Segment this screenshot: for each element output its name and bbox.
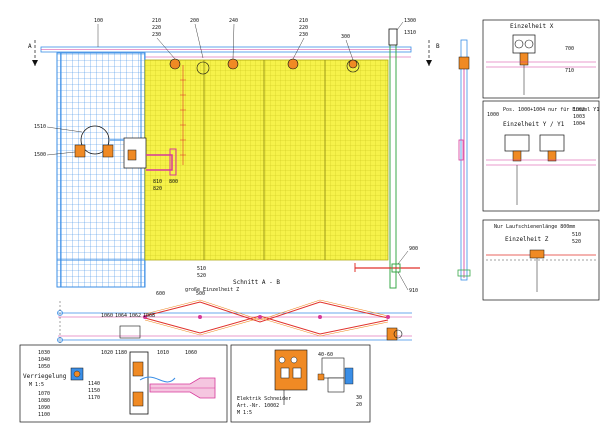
- detail-y: Pos. 1000+1004 nur für Einzel Y1 Einzelh…: [482, 100, 600, 212]
- ref-1070: 1070: [38, 391, 50, 397]
- ref-700: 700: [565, 46, 574, 52]
- ref-820: 820: [153, 186, 162, 192]
- ref-600: 600: [156, 291, 165, 297]
- section-mark-a: A: [28, 40, 38, 66]
- ref-520-z: 520: [572, 239, 581, 245]
- detail-z-title: Einzelheit Z: [505, 236, 549, 243]
- switch-detail: Elektrik Schneider Art.-Nr. 10002 M 1:5 …: [230, 344, 371, 423]
- ref-800: 800: [169, 179, 178, 185]
- blue-mesh-panel: [56, 52, 146, 288]
- ref-40-60: 40-60: [318, 352, 333, 358]
- detail-y-note: Pos. 1000+1004 nur für Einzel Y1: [503, 107, 599, 113]
- section-title: Schnitt A - B: [233, 279, 280, 286]
- ref-1030: 1030: [38, 350, 50, 356]
- ref-510: 510: [197, 266, 206, 272]
- ref-200: 200: [190, 18, 199, 24]
- ref-1300: 1300: [404, 18, 416, 24]
- ref-240: 240: [229, 18, 238, 24]
- section-label-a: A: [28, 43, 32, 50]
- left-reference-labels: 1510 1500: [34, 124, 83, 158]
- detail-x-title: Einzelheit X: [510, 23, 554, 30]
- side-elevation: [457, 39, 471, 281]
- section-label-b: B: [436, 43, 440, 50]
- ref-1010: 1010: [157, 350, 169, 356]
- ref-1002: 1002: [573, 107, 585, 113]
- ref-1510: 1510: [34, 124, 46, 130]
- ref-520: 520: [197, 273, 206, 279]
- floor-rail: [354, 263, 420, 273]
- ref-230-b: 230: [299, 32, 308, 38]
- ref-910: 910: [409, 288, 418, 294]
- ref-1140: 1140: [88, 381, 100, 387]
- ref-1080: 1080: [38, 398, 50, 404]
- ref-1050: 1050: [38, 364, 50, 370]
- ref-1020: 1020: [101, 350, 113, 356]
- ref-1100: 1100: [38, 412, 50, 418]
- ref-1062: 1062: [129, 313, 141, 319]
- section-title-note: große Einzelheit Z: [185, 287, 239, 293]
- ref-220-a: 220: [152, 25, 161, 31]
- ref-1150: 1150: [88, 388, 100, 394]
- top-reference-labels: 100 210 220 230 200 240 210 220 230 300 …: [94, 18, 416, 61]
- ref-300: 300: [341, 34, 350, 40]
- ref-710: 710: [565, 68, 574, 74]
- ref-230-a: 230: [152, 32, 161, 38]
- ref-1500: 1500: [34, 152, 46, 158]
- ref-810: 810: [153, 179, 162, 185]
- ref-1003: 1003: [573, 114, 585, 120]
- yellow-mesh-panels: [144, 59, 389, 261]
- detail-z: Nur Laufschienenlänge 800mm Einzelheit Z…: [482, 219, 600, 301]
- ref-1180: 1180: [115, 350, 127, 356]
- ref-20: 20: [356, 402, 362, 408]
- detail-z-note: Nur Laufschienenlänge 800mm: [494, 224, 575, 230]
- ref-100: 100: [94, 18, 103, 24]
- ref-210-b: 210: [299, 18, 308, 24]
- end-post: [389, 39, 397, 289]
- switch-detail-title: Elektrik Schneider: [237, 396, 291, 402]
- ref-500: 500: [196, 291, 205, 297]
- ref-1060-lock: 1060: [185, 350, 197, 356]
- lock-detail-title: Verriegelung: [23, 373, 67, 380]
- ref-210-a: 210: [152, 18, 161, 24]
- section-ab-view: [57, 299, 412, 352]
- ref-220-b: 220: [299, 25, 308, 31]
- ref-1068: 1068: [143, 313, 155, 319]
- detail-y-title: Einzelheit Y / Y1: [503, 121, 565, 128]
- ref-1170: 1170: [88, 395, 100, 401]
- middle-reference-labels: 810 820 800 510 520 900 910: [153, 179, 418, 294]
- switch-detail-scale: M 1:5: [237, 410, 252, 416]
- ref-510-z: 510: [572, 232, 581, 238]
- ref-1064: 1064: [115, 313, 127, 319]
- section-mark-b: B: [426, 40, 440, 66]
- ref-1000: 1000: [487, 112, 499, 118]
- rail-reference-labels: 1060 1064 1062 1068: [101, 313, 155, 319]
- ref-1004: 1004: [573, 121, 585, 127]
- ref-1090: 1090: [38, 405, 50, 411]
- post-cap: [388, 28, 398, 46]
- locking-device: [74, 125, 147, 169]
- ref-1040: 1040: [38, 357, 50, 363]
- handle: [146, 148, 177, 176]
- ref-900: 900: [409, 246, 418, 252]
- detail-x: Einzelheit X 700 710: [482, 19, 600, 99]
- lock-detail-scale: M 1:5: [29, 382, 44, 388]
- ref-1310: 1310: [404, 30, 416, 36]
- ref-30: 30: [356, 395, 362, 401]
- lock-detail: Verriegelung M 1:5 1030 1040 1050 1020 1…: [19, 344, 228, 423]
- vertical-dimension: [180, 65, 186, 165]
- ref-1060: 1060: [101, 313, 113, 319]
- switch-detail-art: Art.-Nr. 10002: [237, 403, 279, 409]
